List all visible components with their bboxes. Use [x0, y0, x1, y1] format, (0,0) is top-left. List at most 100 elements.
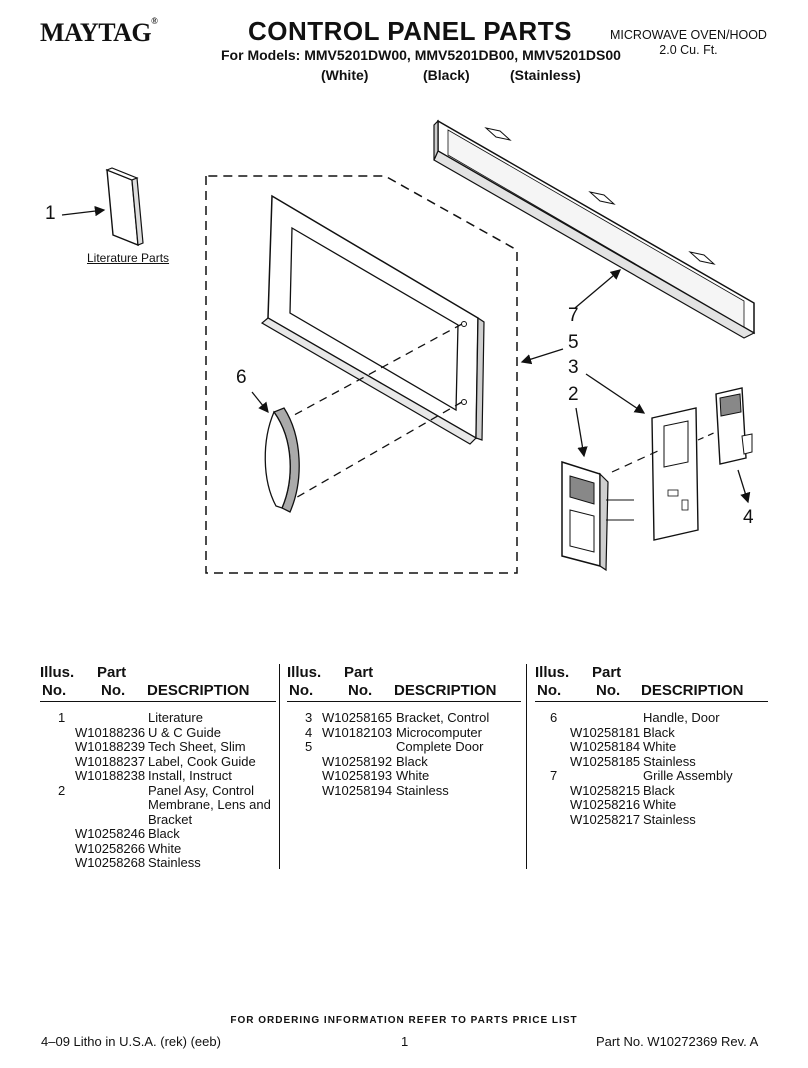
leader-7 [574, 269, 621, 309]
cell-desc: Microcomputer [396, 724, 482, 740]
cell-desc: Black [396, 753, 428, 769]
color-white: (White) [321, 67, 369, 83]
leader-3 [585, 373, 646, 414]
exploded-parts-diagram [61, 119, 756, 574]
cell-part: W10258185 [570, 753, 641, 769]
header-rule [287, 701, 521, 702]
cell-desc: Panel Asy, Control [148, 782, 254, 798]
leader-4 [737, 469, 751, 504]
cell-desc: Complete Door [396, 739, 484, 754]
literature-parts-label: Literature Parts [87, 251, 170, 265]
door-handle [264, 407, 300, 513]
cell-desc: White [643, 739, 677, 754]
cell-desc: Bracket, Control [396, 710, 490, 725]
cell-part: W10258216 [570, 797, 641, 812]
cell-illus: 1 [58, 710, 66, 725]
cell-illus: 6 [550, 710, 558, 725]
cell-part: W10258193 [322, 768, 393, 783]
cell-part: W10258268 [75, 855, 146, 870]
handle-leader-top [284, 323, 463, 421]
cell-desc: U & C Guide [148, 724, 221, 740]
cell-part: W10258165 [322, 710, 393, 725]
model-list: For Models: MMV5201DW00, MMV5201DB00, MM… [221, 47, 621, 63]
header-illus: Illus.No. [535, 664, 570, 699]
callout-3: 3 [568, 357, 579, 378]
cell-desc: Stainless [148, 855, 201, 870]
brand-logo: MAYTAG® [40, 16, 158, 47]
cell-illus: 5 [305, 739, 313, 754]
cell-desc: Stainless [643, 811, 696, 827]
cell-part: W10258192 [322, 753, 393, 769]
color-stainless: (Stainless) [510, 67, 581, 83]
door-assembly-boundary [205, 175, 518, 574]
cell-desc: Handle, Door [643, 710, 720, 725]
cell-part: W10258266 [75, 840, 146, 856]
cell-desc: Stainless [643, 753, 696, 769]
header-rule [40, 701, 276, 702]
callout-6: 6 [236, 367, 247, 388]
leader-6 [251, 391, 269, 414]
color-black: (Black) [423, 67, 470, 83]
cell-part: W10258184 [570, 739, 641, 754]
document-part-number: Part No. W10272369 Rev. A [596, 1034, 759, 1049]
callout-2: 2 [568, 384, 579, 405]
cell-illus: 2 [58, 782, 66, 798]
cell-part: W10258215 [570, 782, 641, 798]
control-bracket [651, 407, 699, 541]
cell-part: W10182103 [322, 724, 393, 740]
header-illus: Illus.No. [287, 664, 322, 699]
callout-5: 5 [568, 332, 579, 353]
cell-part: W10188237 [75, 753, 146, 769]
cell-part: W10258194 [322, 782, 393, 798]
cell-illus: 3 [305, 710, 313, 725]
header-description: DESCRIPTION [641, 682, 744, 699]
product-capacity: 2.0 Cu. Ft. [659, 43, 718, 57]
callout-1: 1 [45, 203, 56, 224]
complete-door [260, 194, 485, 445]
cell-part: W10258181 [570, 724, 641, 740]
cell-part: W10188238 [75, 768, 146, 783]
cell-desc: White [396, 768, 430, 783]
litho-info: 4–09 Litho in U.S.A. (rek) (eeb) [41, 1034, 221, 1049]
header-description: DESCRIPTION [394, 682, 497, 699]
cell-desc: Tech Sheet, Slim [148, 739, 246, 754]
column-divider [526, 664, 527, 869]
cell-desc: Black [148, 826, 180, 841]
grille-assembly [433, 119, 756, 339]
cell-desc: White [643, 797, 677, 812]
cell-illus: 7 [550, 768, 558, 783]
cell-desc: Membrane, Lens and [148, 797, 271, 812]
callout-4: 4 [743, 507, 754, 528]
cell-part: W10188239 [75, 739, 146, 754]
product-type: MICROWAVE OVEN/HOOD 2.0 Cu. Ft. [610, 28, 767, 58]
header-illus: Illus.No. [40, 664, 75, 699]
cell-illus: 4 [305, 724, 313, 740]
cell-desc: Black [643, 724, 675, 740]
header-rule [535, 701, 768, 702]
control-panel [561, 460, 634, 572]
cell-desc: Literature [148, 710, 203, 725]
panel-to-bracket-dash [611, 449, 661, 473]
leader-2 [575, 407, 588, 458]
product-line: MICROWAVE OVEN/HOOD [610, 28, 767, 42]
leader-1 [61, 205, 106, 217]
cell-part: W10188236 [75, 724, 146, 740]
cell-part: W10258217 [570, 811, 641, 827]
column-divider [279, 664, 280, 869]
cell-desc: Install, Instruct [148, 768, 232, 783]
handle-leader-bottom [291, 401, 463, 501]
cell-desc: White [148, 840, 182, 856]
header-description: DESCRIPTION [147, 682, 250, 699]
page-title: CONTROL PANEL PARTS [248, 16, 572, 46]
bracket-to-micro-dash [697, 431, 717, 441]
literature-booklet [105, 167, 144, 247]
callout-7: 7 [568, 305, 579, 326]
microcomputer [715, 387, 753, 465]
ordering-note: FOR ORDERING INFORMATION REFER TO PARTS … [230, 1015, 578, 1026]
cell-desc: Grille Assembly [643, 768, 733, 783]
cell-desc: Black [643, 782, 675, 798]
leader-5 [520, 348, 564, 365]
